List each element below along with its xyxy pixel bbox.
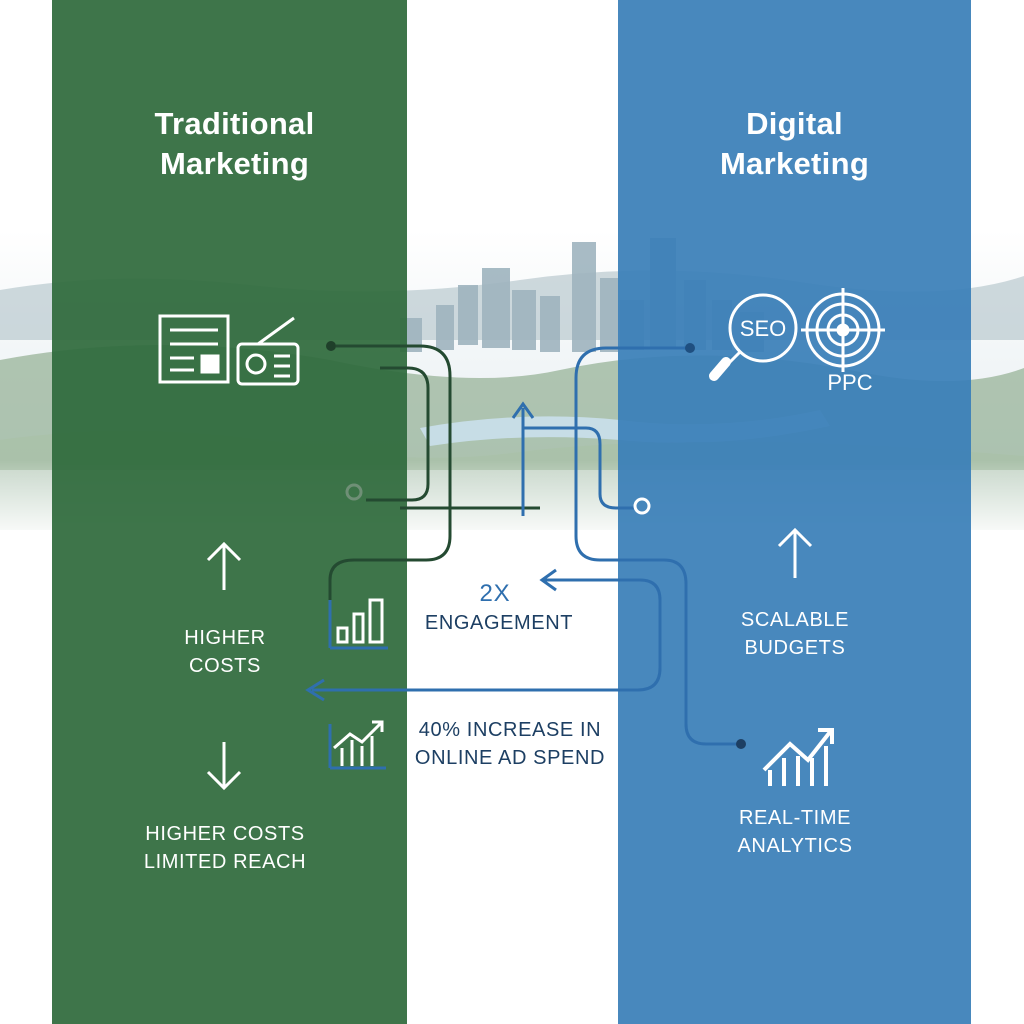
ad-spend-stat-line2: ONLINE AD SPEND [414,747,606,769]
scalable-budgets-label-line1: SCALABLE [740,609,850,631]
higher-costs-label-line2: COSTS [189,655,261,677]
limited-reach-label-line1: HIGHER COSTS [145,823,305,845]
higher-costs-label-line1: HIGHER [184,627,266,649]
limited-reach-label-line2: LIMITED REACH [143,851,307,873]
trend-chart-icon [328,720,386,770]
arrow-down-icon [206,742,242,791]
radio-icon [236,316,300,386]
real-time-analytics-label-line2: ANALYTICS [737,835,853,857]
arrow-up-icon [206,541,242,590]
connector-node [633,497,651,515]
traditional-title-line2: Marketing [159,146,310,181]
digital-title-line2: Marketing [719,146,870,181]
arrow-up-icon [777,527,813,578]
growth-chart-icon [762,728,834,786]
scalable-budgets-label-line2: BUDGETS [744,637,846,659]
real-time-analytics-label-line1: REAL-TIME [738,807,852,829]
traditional-panel [52,0,407,1024]
bar-chart-icon [328,598,388,650]
ppc-label: PPC [827,370,873,395]
ad-spend-stat-line1: 40% INCREASE IN [418,719,602,741]
newspaper-icon [158,314,230,384]
connector-dot [736,739,746,749]
digital-panel [618,0,971,1024]
traditional-connectors [328,344,540,600]
arrow-left-icon [305,678,325,702]
engagement-label: ENGAGEMENT [424,612,574,634]
engagement-value: 2X [479,580,511,607]
target-icon [801,288,885,372]
digital-connectors [312,346,740,746]
arrow-up-icon [511,401,535,419]
traditional-title-line1: Traditional [154,106,315,141]
connector-dot [326,341,336,351]
arrow-left-icon [539,568,557,592]
connector-dot [685,343,695,353]
magnifier-icon [709,293,798,381]
digital-title-line1: Digital [746,106,843,141]
connector-node [345,483,363,501]
seo-label: SEO [739,316,787,341]
